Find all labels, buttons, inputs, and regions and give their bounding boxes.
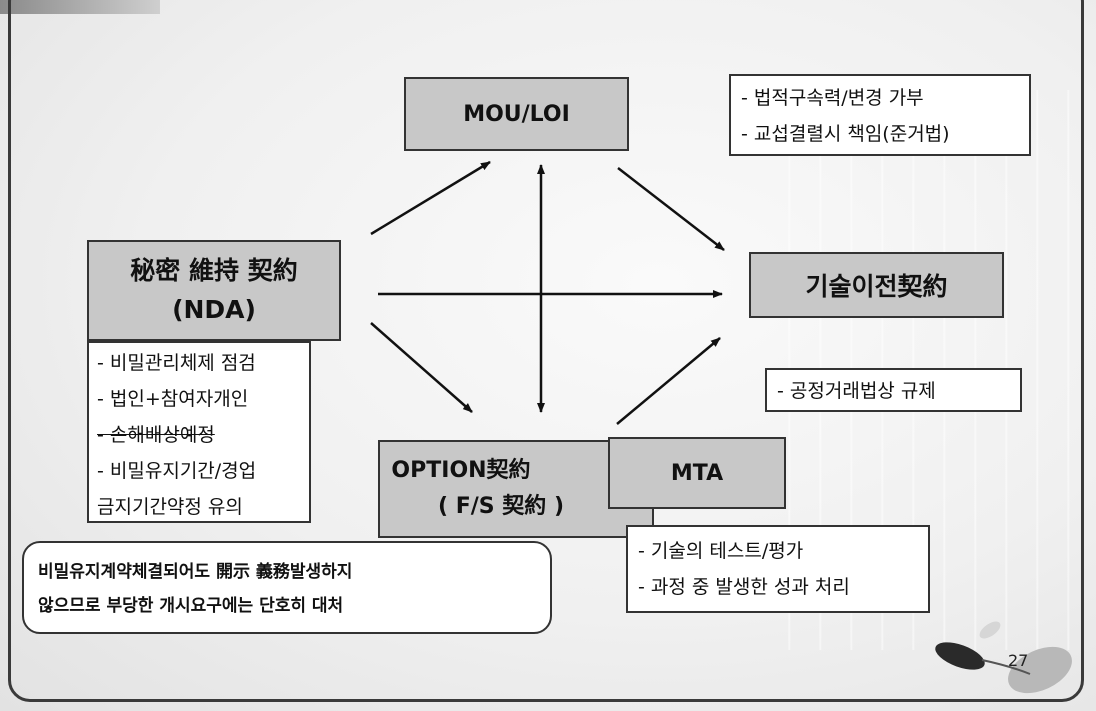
nda-box: 秘密 維持 契約 (NDA) bbox=[87, 240, 341, 341]
mou-notes-box: - 법적구속력/변경 가부 - 교섭결렬시 책임(준거법) bbox=[729, 74, 1031, 156]
option-title: OPTION契約 bbox=[391, 457, 531, 483]
mta-note: - 기술의 테스트/평가 bbox=[638, 540, 804, 562]
slide-frame bbox=[8, 0, 1084, 702]
leaf-decoration-icon bbox=[935, 621, 1072, 694]
nda-note: - 비밀유지기간/경업 bbox=[97, 460, 257, 482]
option-subtitle: ( F/S 契約 ) bbox=[438, 494, 564, 519]
mta-note: - 과정 중 발생한 성과 처리 bbox=[638, 576, 850, 598]
arrow-mou-to-tech bbox=[617, 167, 725, 251]
nda-note: - 비밀관리체제 점검 bbox=[97, 352, 256, 374]
tech-transfer-label: 기술이전契約 bbox=[805, 272, 948, 301]
fair-trade-note: - 공정거래법상 규제 bbox=[777, 380, 936, 402]
page-number: 27 bbox=[1008, 651, 1029, 670]
arrow-nda-to-option bbox=[370, 322, 473, 413]
nda-subtitle: (NDA) bbox=[172, 294, 256, 324]
mta-label: MTA bbox=[670, 460, 724, 486]
mou-loi-box: MOU/LOI bbox=[404, 77, 629, 151]
mta-box: MTA bbox=[608, 437, 786, 509]
callout-line: 비밀유지계약체결되어도 開示 義務발생하지 bbox=[38, 562, 353, 582]
mta-notes-box: - 기술의 테스트/평가 - 과정 중 발생한 성과 처리 bbox=[626, 525, 930, 613]
mou-loi-label: MOU/LOI bbox=[463, 101, 570, 127]
fair-trade-note-box: - 공정거래법상 규제 bbox=[765, 368, 1022, 412]
mou-note: - 법적구속력/변경 가부 bbox=[741, 87, 924, 109]
nda-note: - 법인+참여자개인 bbox=[97, 388, 249, 410]
nda-notes-box: - 비밀관리체제 점검 - 법인+참여자개인 - 손해배상예정 - 비밀유지기간… bbox=[87, 341, 311, 523]
tech-transfer-box: 기술이전契約 bbox=[749, 252, 1004, 318]
nda-note-struck: - 손해배상예정 bbox=[97, 424, 215, 446]
nda-note: 금지기간약정 유의 bbox=[97, 496, 243, 518]
arrow-nda-to-mou bbox=[370, 160, 491, 236]
header-band bbox=[0, 0, 160, 14]
arrow-option-to-tech bbox=[616, 337, 721, 425]
callout-line: 않으므로 부당한 개시요구에는 단호히 대처 bbox=[38, 596, 344, 616]
nda-callout: 비밀유지계약체결되어도 開示 義務발생하지 않으므로 부당한 개시요구에는 단호… bbox=[22, 541, 552, 634]
mou-note: - 교섭결렬시 책임(준거법) bbox=[741, 123, 950, 145]
nda-title: 秘密 維持 契約 bbox=[130, 255, 298, 285]
